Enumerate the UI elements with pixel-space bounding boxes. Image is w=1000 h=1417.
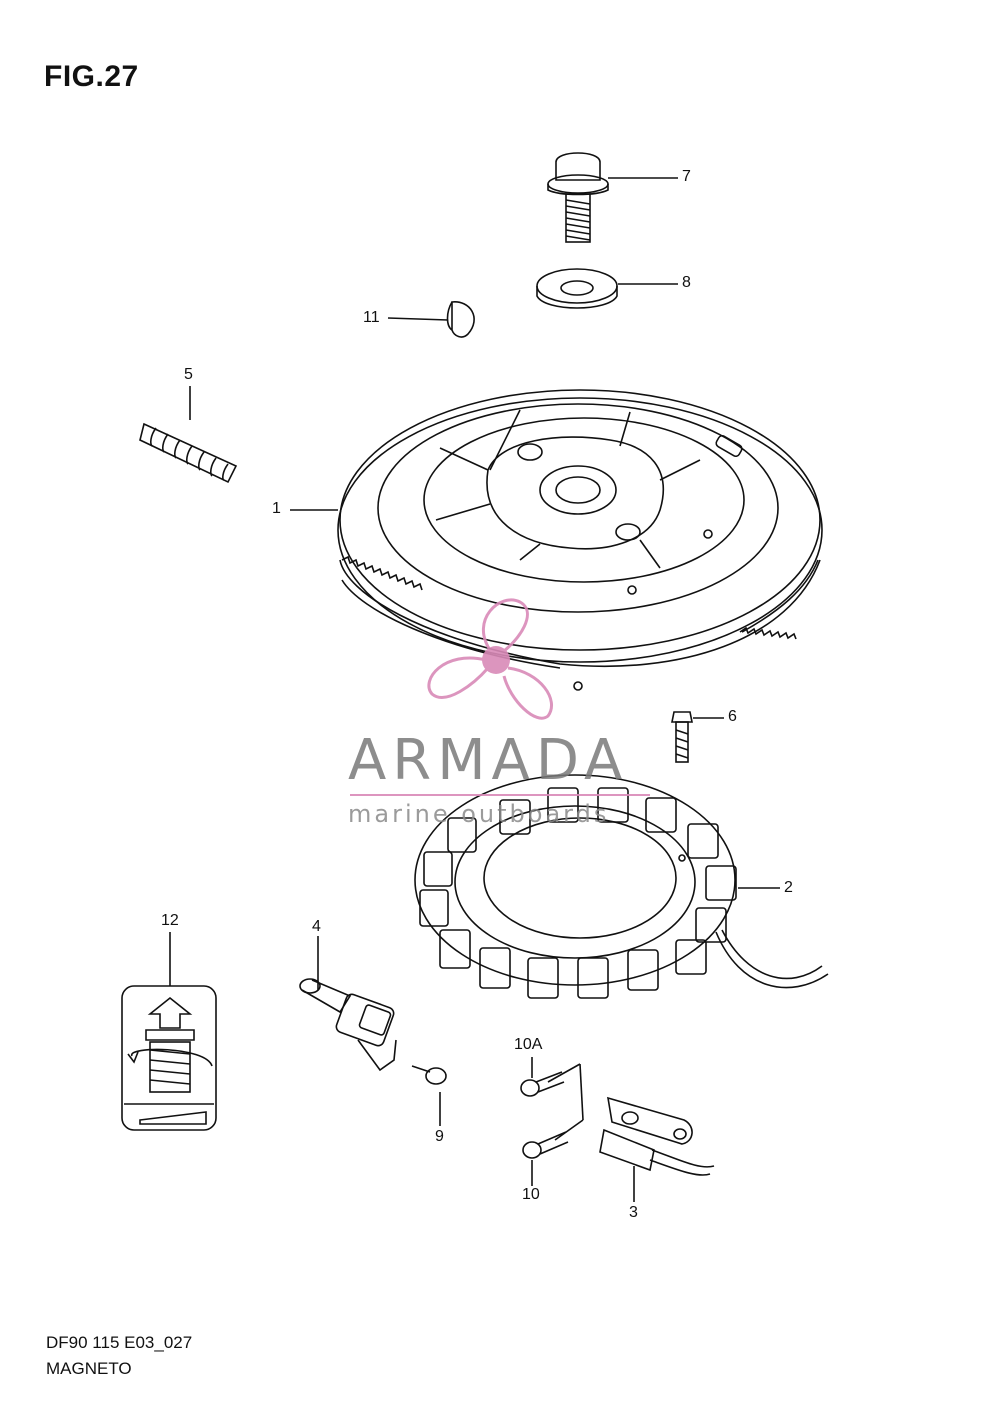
key-icon [446, 301, 475, 338]
screw-icon [671, 711, 693, 763]
callout-3: 3 [629, 1204, 638, 1221]
figure-title: FIG.27 [44, 60, 139, 93]
callout-8: 8 [682, 274, 691, 291]
callout-10: 10 [522, 1186, 540, 1203]
callout-9: 9 [435, 1128, 444, 1145]
pin-icon [139, 422, 238, 484]
callout-11: 11 [363, 309, 380, 326]
callout-10a: 10A [514, 1036, 543, 1053]
callout-2: 2 [784, 879, 793, 896]
diagram-code: DF90 115 E03_027 [46, 1333, 193, 1352]
bolt-icon [547, 152, 609, 243]
sensor-icon [299, 978, 397, 1072]
leader-lines [169, 177, 780, 1202]
callout-5: 5 [184, 366, 193, 383]
torque-symbol-icon [121, 985, 217, 1131]
callout-1: 1 [272, 500, 281, 517]
pulser-coil-icon [599, 1096, 715, 1176]
watermark-tagline: marine outboards [348, 800, 610, 828]
screw-icon [411, 1065, 447, 1085]
stator-icon [414, 774, 829, 999]
callout-7: 7 [682, 168, 691, 185]
flywheel-icon [337, 389, 823, 691]
watermark-logo [350, 598, 650, 796]
callout-12: 12 [161, 912, 179, 929]
diagram-name: MAGNETO [46, 1359, 132, 1378]
screw-icon [520, 1071, 569, 1159]
callout-4: 4 [312, 918, 321, 935]
watermark-brand: ARMADA [348, 728, 629, 793]
callout-6: 6 [728, 708, 737, 725]
washer-icon [536, 268, 618, 309]
